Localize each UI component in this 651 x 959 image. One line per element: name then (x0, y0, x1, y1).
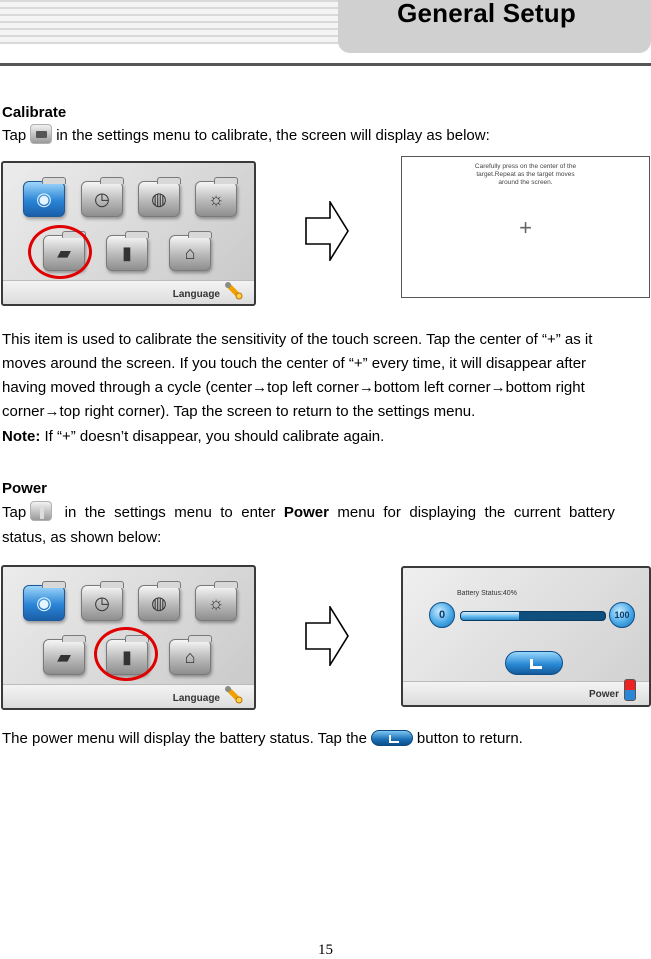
calibrate-body-line-4: corner→top right corner). Tap the screen… (2, 403, 476, 420)
power-intro-text-mid: in the settings menu to enter (56, 504, 284, 521)
battery-max-badge: 100 (609, 602, 635, 628)
speaker-icon: ◍ (138, 581, 181, 621)
highlight-circle (94, 627, 158, 681)
power-outro: The power menu will display the battery … (2, 726, 523, 752)
note-text: If “+” doesn’t disappear, you should cal… (40, 428, 385, 445)
power-footer-bar: Power (403, 679, 649, 705)
page-title: General Setup (397, 0, 576, 28)
header-stripes-decoration (0, 0, 345, 44)
battery-min-badge: 0 (429, 602, 455, 628)
clock-icon: ◷ (81, 581, 124, 621)
calibrate-body-line-1: This item is used to calibrate the sensi… (2, 331, 593, 348)
power-intro-bold: Power (283, 504, 329, 521)
power-folder-icon (30, 501, 53, 521)
menu-label: Language (172, 693, 220, 704)
battery-status-text: Battery Status:40% (457, 590, 517, 597)
return-icon: ⌂ (169, 231, 212, 271)
lightbulb-icon: ☼ (195, 581, 238, 621)
power-intro-text-before: Tap (2, 504, 27, 521)
power-screen-screenshot: Battery Status:40% 0 100 Power (401, 566, 651, 707)
globe-icon: ◉ (23, 177, 66, 217)
wrench-icon (225, 686, 243, 704)
battery-progress-fill (461, 612, 519, 620)
menu-label: Language (172, 289, 220, 300)
calibrate-heading: Calibrate (2, 104, 67, 121)
section-tab: General Setup (338, 0, 651, 53)
calibration-screen-screenshot: Carefully press on the center of the tar… (401, 156, 650, 298)
return-button-icon (370, 730, 413, 746)
calibrate-icon: ▰ (43, 635, 86, 675)
arrow-right-icon (305, 606, 349, 666)
calibrate-body-line-3: having moved through a cycle (center→top… (2, 379, 585, 396)
power-intro: Tap in the settings menu to enter Power … (2, 500, 615, 526)
settings-menu-screenshot-calibrate: ◉ ◷ ◍ ☼ ▰ ▮ ⌂ Language (1, 161, 256, 306)
menu-footer-bar: Language (3, 684, 254, 708)
arrow-right-icon (305, 201, 349, 261)
power-heading: Power (2, 480, 48, 497)
calibrate-intro-text-after: in the settings menu to calibrate, the s… (56, 127, 490, 144)
power-icon: ▮ (106, 231, 149, 271)
calibrate-body-line-2: moves around the screen. If you touch th… (2, 355, 587, 372)
page-number: 15 (318, 942, 333, 958)
lightbulb-icon: ☼ (195, 177, 238, 217)
power-intro-text-after: menu for displaying the current battery (328, 504, 615, 521)
speaker-icon: ◍ (138, 177, 181, 217)
note-label: Note: (2, 428, 41, 445)
power-intro-line-2: status, as shown below: (2, 529, 162, 546)
settings-menu-screenshot-power: ◉ ◷ ◍ ☼ ▰ ▮ ⌂ Language (1, 565, 256, 710)
menu-footer-bar: Language (3, 280, 254, 304)
power-label: Power (588, 689, 619, 700)
battery-progress-bar (460, 611, 606, 621)
highlight-circle (28, 225, 92, 279)
wrench-icon (225, 282, 243, 300)
return-icon: ⌂ (169, 635, 212, 675)
power-outro-text-after: button to return. (416, 730, 523, 747)
calibrate-folder-icon (30, 124, 53, 144)
calibration-target-icon: + (519, 215, 532, 240)
return-button[interactable] (505, 651, 563, 675)
globe-icon: ◉ (23, 581, 66, 621)
calibration-instruction: Carefully press on the center of the tar… (474, 163, 577, 186)
calibrate-intro: Tap in the settings menu to calibrate, th… (2, 123, 490, 149)
power-outro-text-before: The power menu will display the battery … (2, 730, 367, 747)
clock-icon: ◷ (81, 177, 124, 217)
battery-icon (624, 679, 636, 701)
calibrate-note: Note: If “+” doesn’t disappear, you shou… (2, 424, 384, 450)
calibrate-intro-text-before: Tap (2, 127, 27, 144)
header-divider (0, 63, 651, 66)
